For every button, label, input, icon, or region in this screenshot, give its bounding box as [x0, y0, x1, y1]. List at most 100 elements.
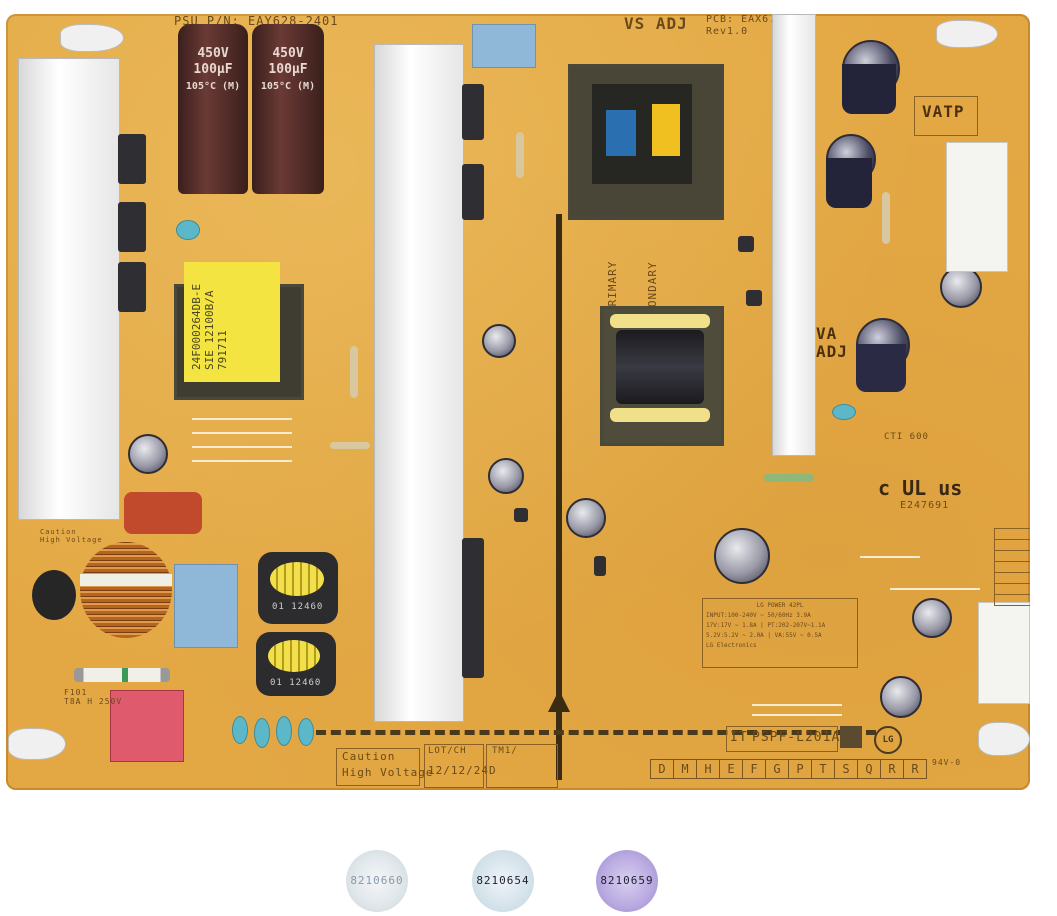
ul-mark: c UL us — [878, 476, 963, 500]
mounting-clip-bottom-right — [978, 722, 1030, 756]
check-letter: H — [696, 759, 720, 779]
transformer-winding-yellow — [652, 104, 680, 156]
power-table-row: 5.2V:5.2V ~ 2.0A | VA:55V ~ 0.5A — [706, 632, 822, 639]
pcb-number: PCB: EAX6... — [706, 14, 791, 25]
model-marker-square — [840, 726, 862, 748]
check-letter: E — [719, 759, 743, 779]
output-connector-bottom — [978, 602, 1030, 704]
bulk-capacitor-2: 450V 100µF 105°C (M) — [252, 24, 324, 194]
mounting-clip-top-right — [936, 20, 998, 48]
cap-temp: 105°C (M) — [185, 81, 241, 92]
va-adj-label: VA — [816, 324, 838, 343]
cap-voltage: 450V — [197, 46, 229, 61]
ceramic-capacitor — [176, 220, 200, 240]
vatp-box — [914, 96, 978, 136]
pad-rail — [752, 704, 842, 706]
choke-divider — [80, 574, 172, 586]
high-voltage-label-left: High Voltage — [40, 536, 103, 544]
check-letter: R — [903, 759, 927, 779]
caution-label: Caution — [342, 750, 396, 763]
resistor — [330, 442, 370, 449]
sticker-serial: 8210654 — [476, 874, 530, 887]
fuse — [74, 668, 170, 682]
check-letter: Q — [857, 759, 881, 779]
transistor — [514, 508, 528, 522]
power-rating-table: LG POWER 42PL INPUT:100-240V ~ 50/60Hz 3… — [702, 598, 858, 668]
toroid-winding — [268, 640, 320, 672]
check-letter: S — [834, 759, 858, 779]
rectifier — [462, 164, 484, 220]
power-table-row: INPUT:100-240V ~ 50/60Hz 3.9A — [706, 612, 811, 619]
pcb-board: PSU P/N: EAY628-2401 VS ADJ PCB: EAX6...… — [6, 14, 1030, 790]
vs-adj-label: VS ADJ — [624, 14, 688, 33]
cap-temp: 105°C (M) — [260, 81, 316, 92]
sticker-serial: 8210659 — [600, 874, 654, 887]
film-capacitor — [472, 24, 536, 68]
cti-label: CTI 600 — [884, 432, 929, 442]
tm-box — [486, 744, 558, 788]
common-mode-choke — [80, 542, 172, 638]
check-letter: G — [765, 759, 789, 779]
power-table-row: 17V:17V ~ 1.8A | PT:202-207V~1.1A — [706, 622, 826, 629]
mosfet — [118, 262, 146, 312]
heatsink-left — [18, 58, 120, 520]
flammability-rating: 94V-0 — [932, 758, 962, 767]
lot-label: LOT/CH — [428, 746, 467, 756]
transformer-bobbin — [610, 314, 710, 328]
capacitor-body — [856, 344, 906, 392]
check-letter: P — [788, 759, 812, 779]
tm-label: TM1/ — [492, 746, 518, 756]
hologram-sticker: 8210654 — [472, 850, 534, 912]
va-adj-label: ADJ — [816, 342, 848, 361]
hologram-sticker: 8210659 — [596, 850, 658, 912]
vatp-label: VATP — [922, 102, 965, 121]
pad-rail — [860, 556, 920, 558]
fuse-rating: T8A H 250V — [64, 697, 123, 706]
transistor — [746, 290, 762, 306]
ceramic-capacitor — [832, 404, 856, 420]
pad-rail — [752, 714, 842, 716]
ceramic-capacitor — [276, 716, 292, 746]
transformer-coil — [616, 330, 704, 404]
check-letter: M — [673, 759, 697, 779]
sticker-serial: 8210660 — [350, 874, 404, 887]
electrolytic-capacitor — [488, 458, 524, 494]
inductor-label: 01 12460 — [270, 678, 322, 688]
x-capacitor — [124, 492, 202, 534]
isolation-arrow — [548, 690, 570, 712]
electrolytic-capacitor — [482, 324, 516, 358]
isolation-boundary — [316, 730, 876, 735]
heatsink-right — [772, 14, 816, 456]
cap-capacitance: 100µF — [193, 62, 233, 77]
electrolytic-capacitor — [940, 266, 982, 308]
check-letter: R — [880, 759, 904, 779]
model-box — [726, 726, 838, 752]
transformer-label-line: SIE 12100B/A — [203, 290, 216, 370]
fuse-label: F101 — [64, 688, 88, 697]
cap-capacitance: 100µF — [268, 62, 308, 77]
caution-box — [336, 748, 420, 786]
ac-input-connector — [110, 690, 184, 762]
model-prefix: IT — [730, 730, 748, 745]
standby-transformer: 24F000264DB-E SIE 12100B/A 791711 — [184, 262, 280, 382]
mounting-clip-bottom-left — [8, 728, 66, 760]
high-voltage-label: High Voltage — [342, 766, 434, 779]
date-box — [424, 744, 484, 788]
resistor — [882, 192, 890, 244]
check-letter: D — [650, 759, 674, 779]
mounting-clip-top-left — [60, 24, 124, 52]
pad-rail — [890, 588, 980, 590]
ul-file-number: E247691 — [900, 500, 950, 511]
transformer-label-line: 24F000264DB-E — [190, 283, 203, 370]
film-capacitor — [174, 564, 238, 648]
pad-rail — [192, 432, 292, 434]
ceramic-capacitor — [254, 718, 270, 748]
caution-label-left: Caution — [40, 528, 77, 536]
toroid-winding — [270, 562, 324, 596]
electrolytic-capacitor — [714, 528, 770, 584]
power-table-title: LG POWER 42PL — [756, 602, 804, 609]
rectifier — [462, 538, 484, 678]
check-letter: T — [811, 759, 835, 779]
capacitor-body — [842, 64, 896, 114]
